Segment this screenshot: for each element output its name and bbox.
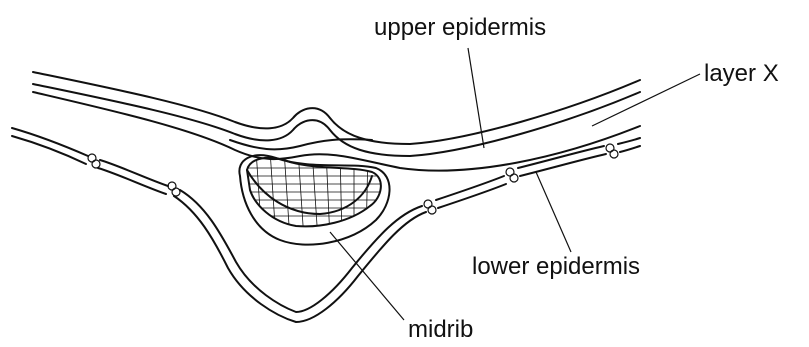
lower-epidermis-leader — [536, 172, 571, 252]
upper-epidermis-label: upper epidermis — [374, 16, 546, 40]
midrib-vascular-bundle — [239, 150, 390, 245]
lower-bulge-inner-line — [174, 196, 426, 322]
upper-surface-outer-line — [33, 72, 640, 144]
layer-x-leader — [592, 74, 700, 126]
palisade-inner-line — [230, 139, 372, 149]
lower-epidermis-left — [12, 128, 180, 196]
lower-epidermis-label: lower epidermis — [472, 255, 640, 279]
layer-x-label: layer X — [704, 62, 779, 86]
upper-surface-inner-line — [33, 84, 640, 156]
midrib-leader — [330, 232, 404, 320]
midrib-label: midrib — [408, 318, 473, 342]
